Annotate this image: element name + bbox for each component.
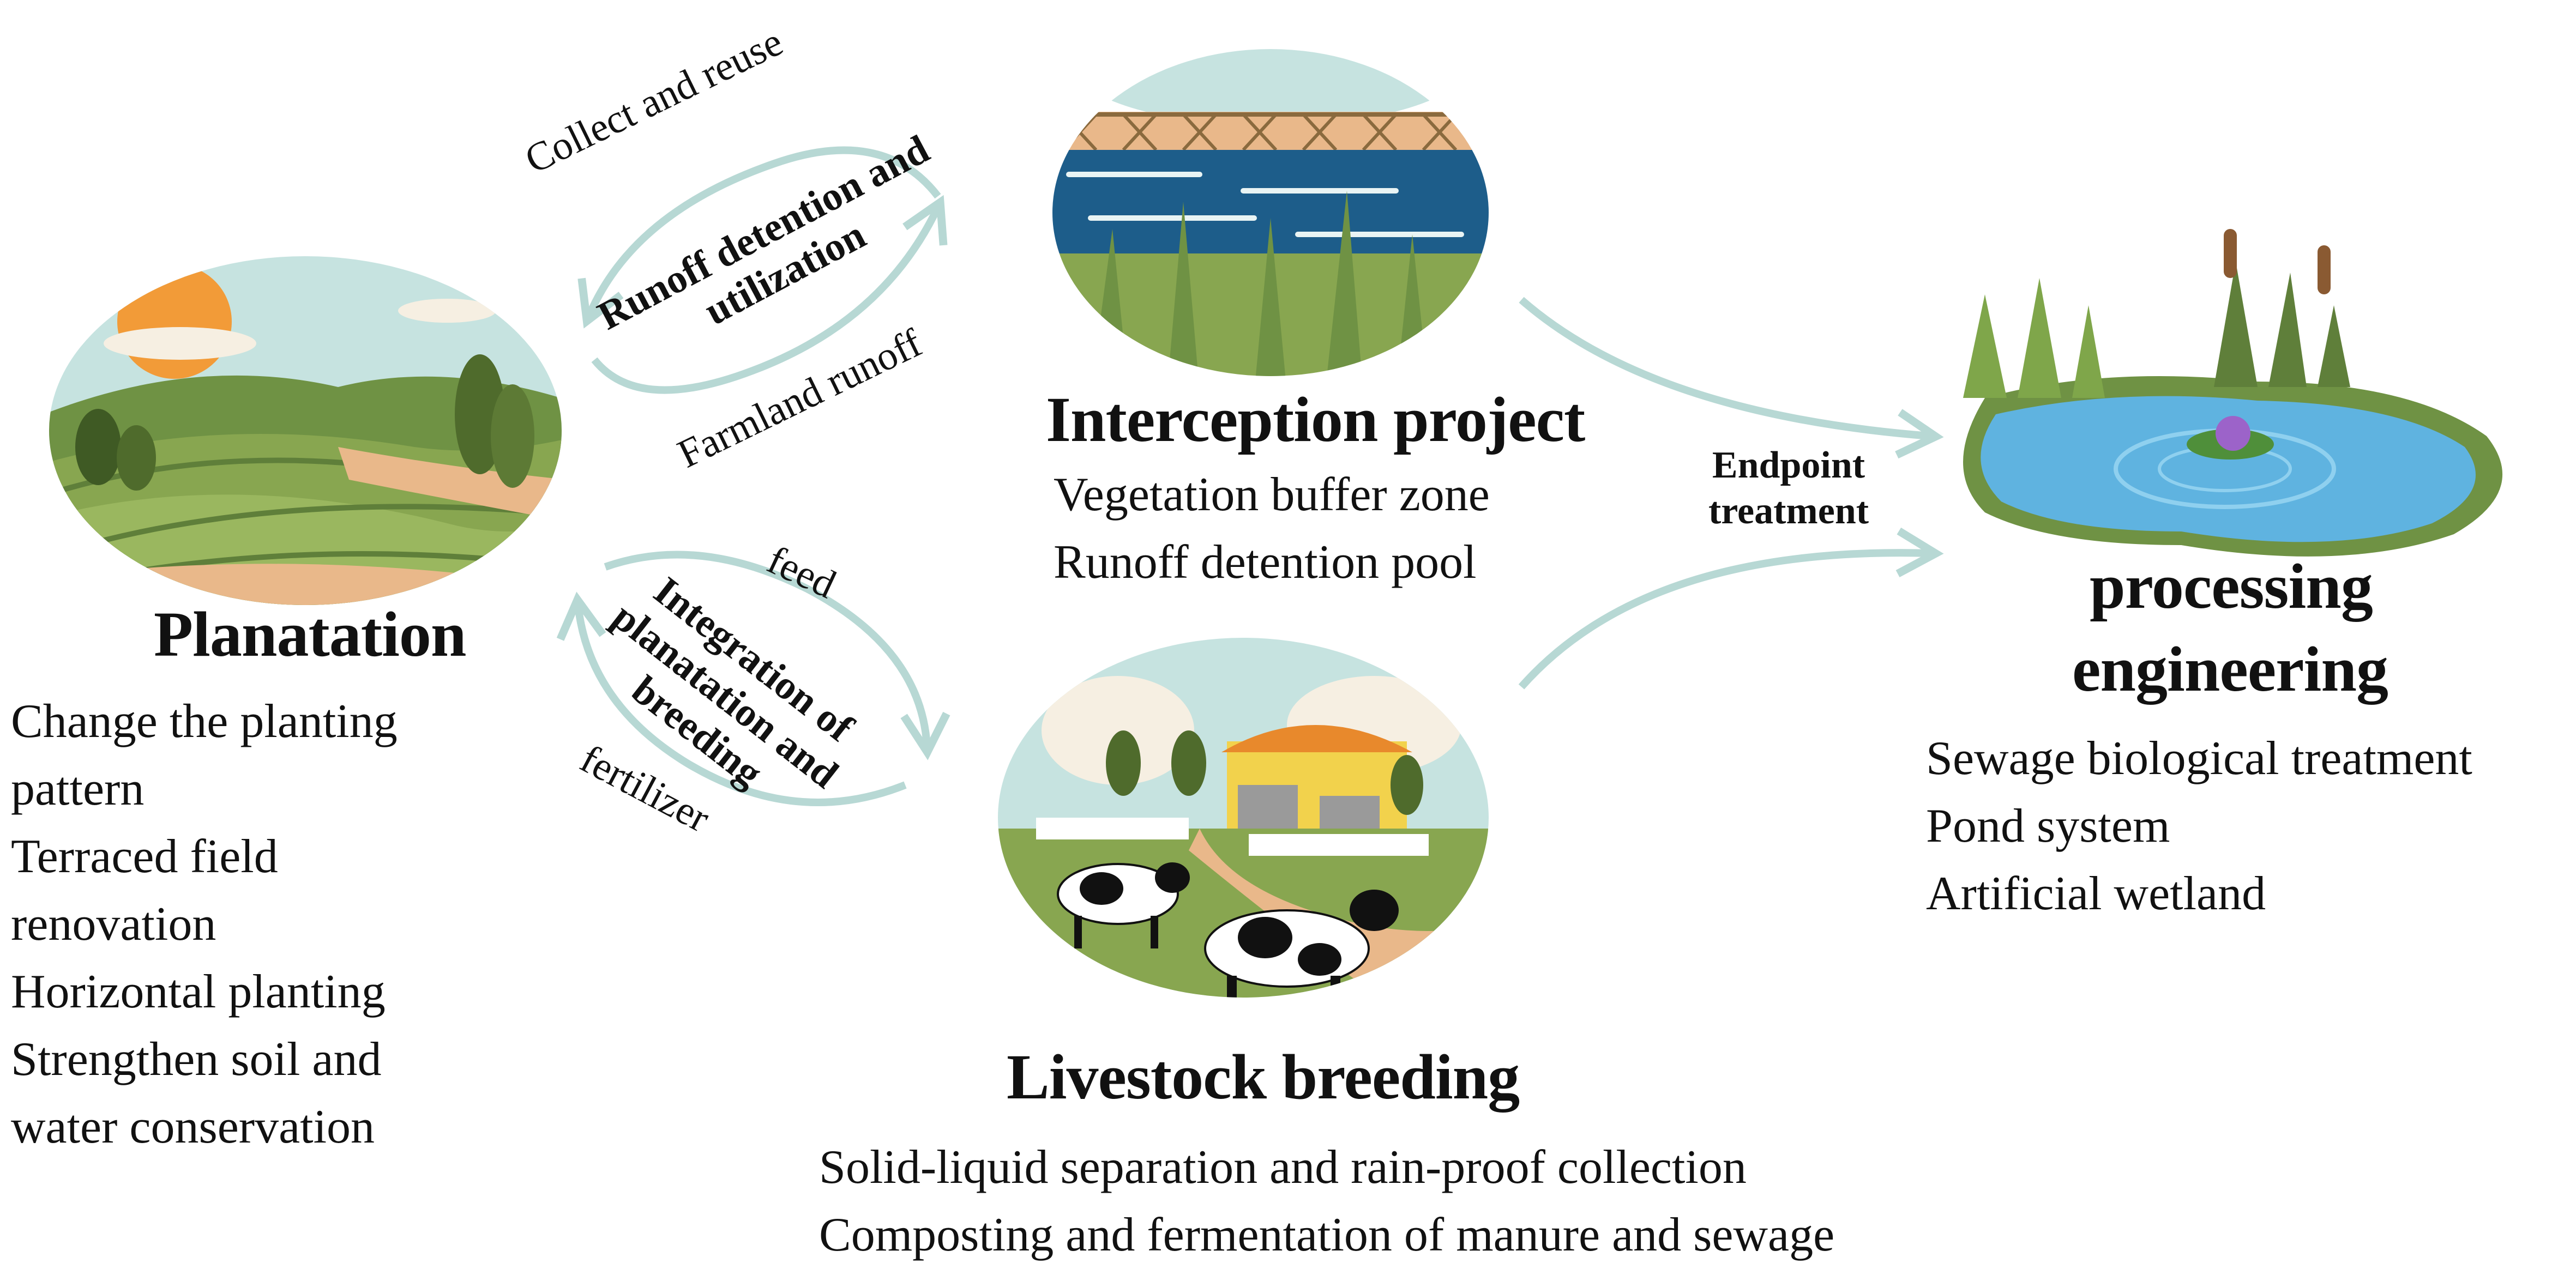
bottom-cycle-arrows <box>556 551 950 806</box>
processing-title-line1: processing <box>2090 551 2373 622</box>
interception-item: Vegetation buffer zone <box>1054 468 1490 521</box>
interception-list: Vegetation buffer zone Runoff detention … <box>1054 461 1490 596</box>
planatation-item: water conservation <box>11 1101 375 1153</box>
processing-title-line2: engineering <box>2072 633 2388 705</box>
interception-item: Runoff detention pool <box>1054 536 1477 589</box>
pond-illustration <box>1963 229 2503 557</box>
endpoint-line2: treatment <box>1708 490 1869 532</box>
processing-list: Sewage biological treatment Pond system … <box>1926 725 2472 928</box>
planatation-title: Planatation <box>154 599 466 670</box>
planatation-item: Terraced field <box>11 830 278 883</box>
interception-illustration <box>1052 49 1489 376</box>
interception-title: Interception project <box>1046 384 1585 455</box>
endpoint-line1: Endpoint <box>1712 444 1865 486</box>
planatation-list: Change the planting pattern Terraced fie… <box>11 688 398 1161</box>
planatation-item: Change the planting <box>11 695 398 748</box>
farm-landscape-illustration <box>49 256 562 605</box>
top-cycle-arrows <box>577 146 948 394</box>
endpoint-arrows <box>1518 297 1944 690</box>
livestock-title: Livestock breeding <box>1007 1041 1520 1113</box>
livestock-list: Solid-liquid separation and rain-proof c… <box>819 1134 1834 1269</box>
planatation-item: Horizontal planting <box>11 965 386 1018</box>
processing-item: Pond system <box>1926 800 2170 853</box>
livestock-item: Composting and fermentation of manure an… <box>819 1208 1835 1261</box>
endpoint-label: Endpoint treatment <box>1680 443 1898 534</box>
livestock-illustration <box>998 638 1489 998</box>
planatation-item: pattern <box>11 763 145 815</box>
processing-item: Artificial wetland <box>1926 867 2266 920</box>
planatation-item: renovation <box>11 898 216 951</box>
processing-item: Sewage biological treatment <box>1926 732 2472 785</box>
planatation-item: Strengthen soil and <box>11 1033 382 1086</box>
livestock-item: Solid-liquid separation and rain-proof c… <box>819 1141 1747 1194</box>
